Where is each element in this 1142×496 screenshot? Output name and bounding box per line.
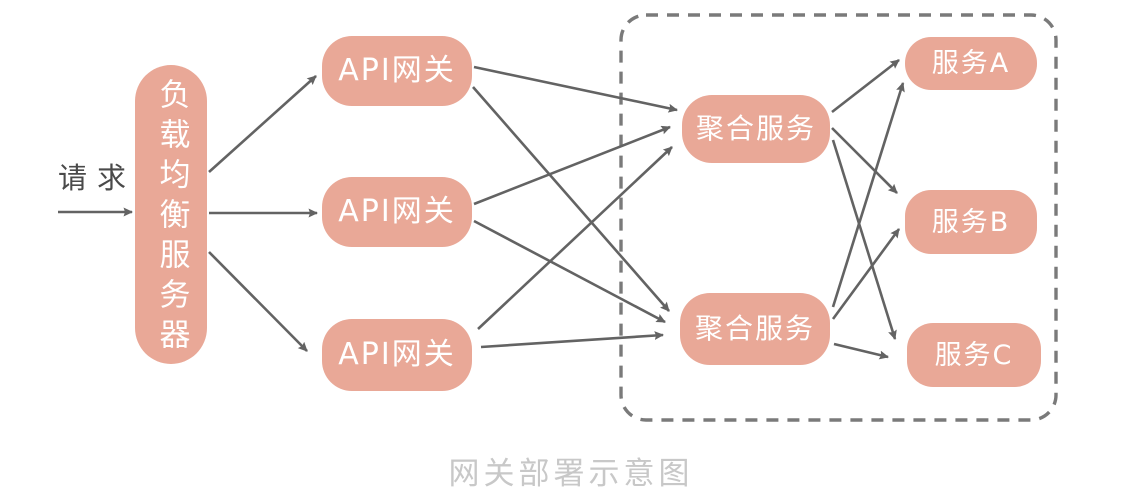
services-cluster-border [619, 13, 1058, 422]
edge-api_gateway_2-to-aggregation_service_2 [473, 219, 666, 324]
request-label: 请求 [58, 161, 137, 195]
edge-aggregation_service_2-to-service_c [833, 342, 889, 360]
node-api-gateway-3: API网关 [322, 319, 472, 391]
node-service-b: 服务B [905, 190, 1037, 254]
edge-load_balancer-to-api_gateway_1 [208, 75, 317, 173]
node-aggregation-service-1: 聚合服务 [682, 95, 830, 163]
edge-api_gateway_3-to-aggregation_service_1 [477, 146, 673, 330]
diagram-caption: 网关部署示意图 [448, 456, 694, 492]
edge-api_gateway_3-to-aggregation_service_2 [480, 331, 664, 349]
node-api-gateway-2: API网关 [322, 177, 472, 247]
node-service-c: 服务C [907, 323, 1041, 387]
node-aggregation-service-2: 聚合服务 [680, 293, 830, 365]
edge-aggregation_service_1-to-service_a [831, 58, 900, 114]
node-service-a: 服务A [905, 37, 1037, 90]
edge-aggregation_service_1-to-service_b [831, 127, 898, 194]
node-load-balancer: 负载均衡服务器 [135, 65, 207, 364]
edge-load_balancer-to-api_gateway_3 [208, 251, 308, 352]
edge-api_gateway_1-to-aggregation_service_1 [473, 65, 678, 113]
edge-aggregation_service_2-to-service_b [831, 228, 901, 320]
node-api-gateway-1: API网关 [322, 36, 472, 106]
edge-aggregation_service_2-to-service_a [831, 82, 905, 308]
edge-aggregation_service_1-to-service_c [831, 139, 897, 340]
edge-api_gateway_1-to-aggregation_service_2 [472, 86, 670, 312]
edge-api_gateway_2-to-aggregation_service_1 [473, 125, 671, 206]
